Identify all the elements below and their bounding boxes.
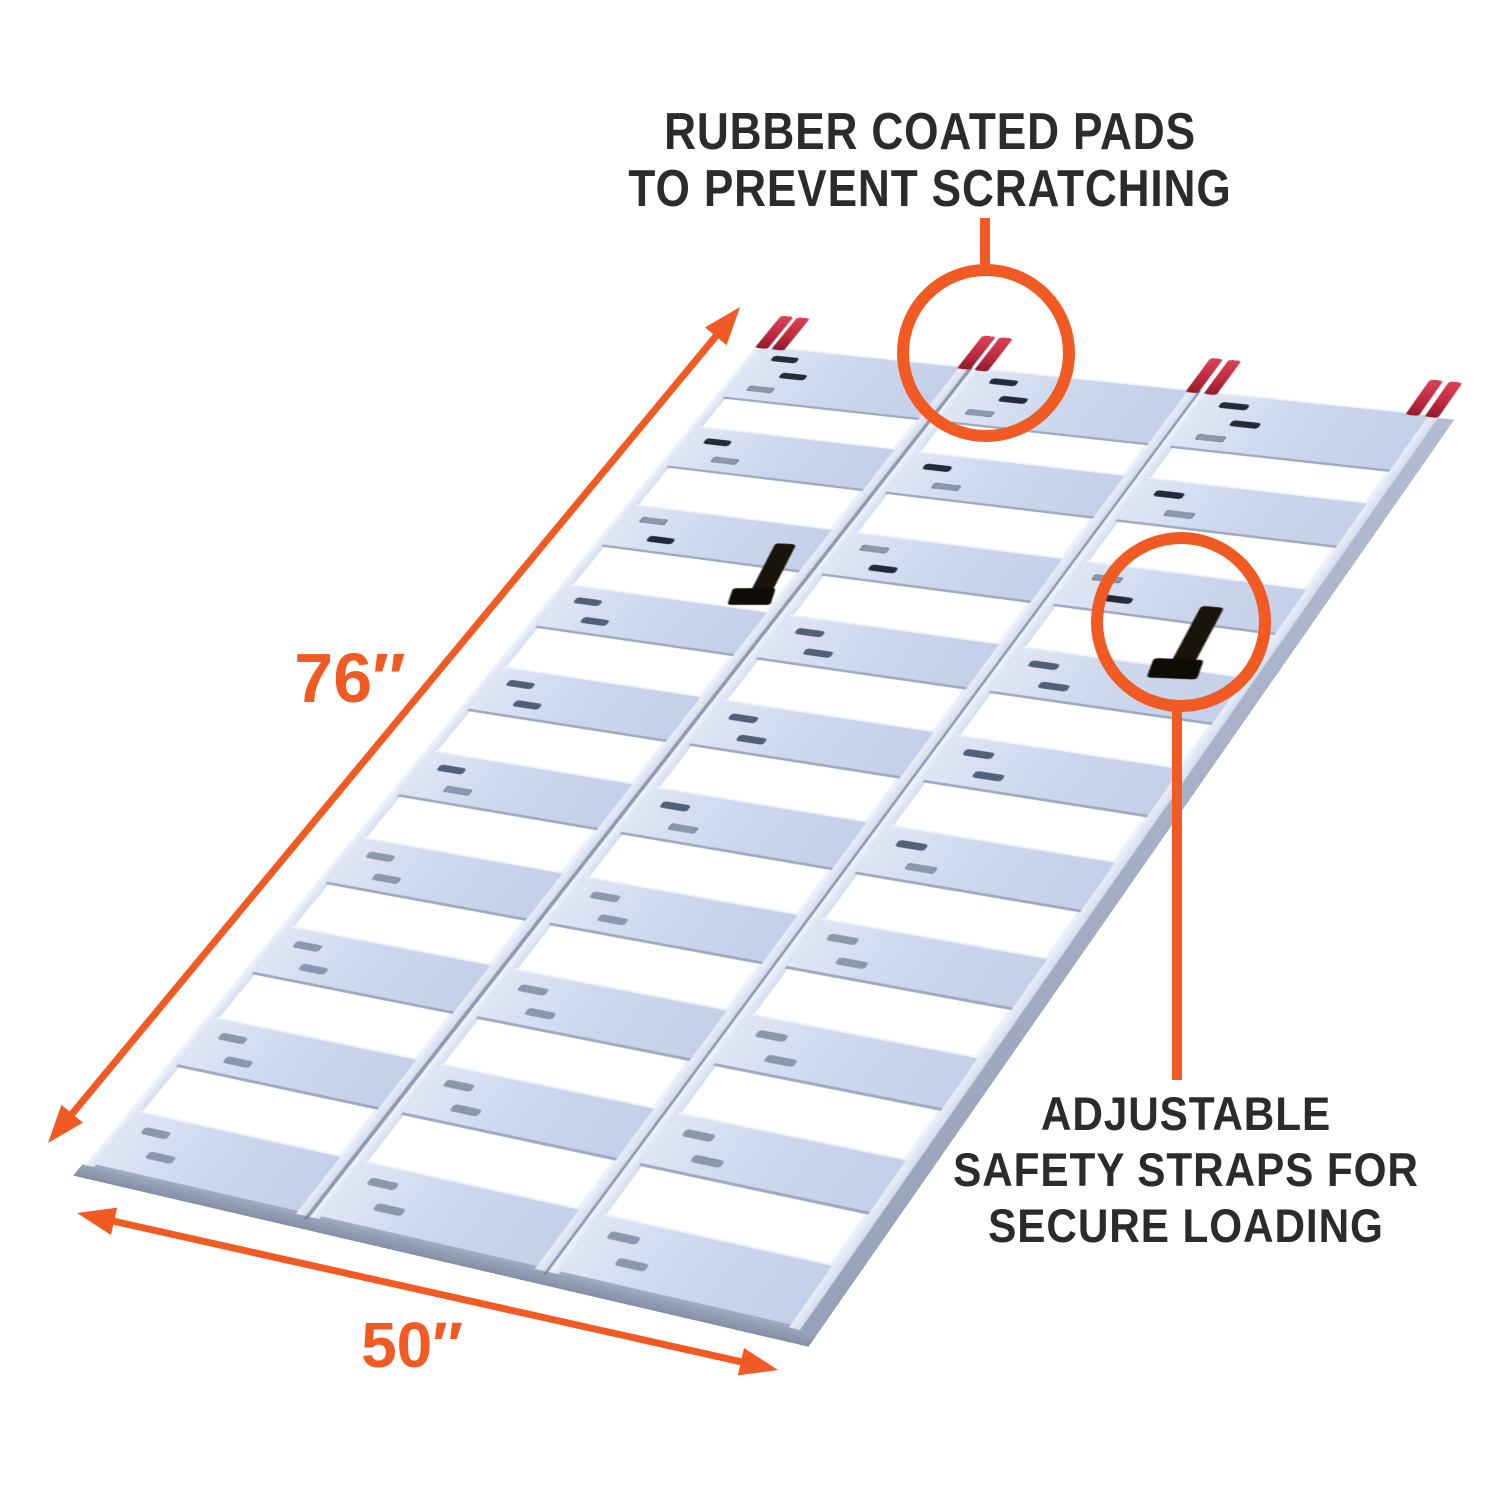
callout-straps-line3: SECURE LOADING	[988, 1199, 1384, 1252]
width-dimension-arrow	[77, 1207, 778, 1376]
width-arrow-head-right	[737, 1348, 778, 1376]
dimension-length-label: 76″	[294, 639, 406, 717]
callout-pads-line2: TO PREVENT SCRATCHING	[628, 160, 1232, 218]
callout-straps-line2: SAFETY STRAPS FOR	[953, 1143, 1419, 1196]
length-arrow-head-bottom	[48, 1104, 83, 1143]
length-arrow-line	[64, 327, 724, 1123]
callout-straps-line1: ADJUSTABLE	[1040, 1087, 1332, 1140]
callout-pads-line1: RUBBER COATED PADS	[664, 103, 1196, 161]
width-arrow-head-left	[77, 1207, 118, 1235]
callout-straps: ADJUSTABLE SAFETY STRAPS FOR SECURE LOAD…	[886, 1086, 1486, 1254]
dimension-width-label: 50″	[361, 1309, 463, 1381]
callout-straps-connector-line	[1172, 700, 1182, 1080]
highlight-circle-pads	[897, 264, 1075, 442]
highlight-circle-straps	[1091, 532, 1271, 712]
length-dimension-arrow	[48, 307, 740, 1143]
width-arrow-line	[104, 1215, 751, 1368]
length-arrow-head-top	[705, 307, 740, 346]
callout-pads-connector-line	[980, 218, 990, 270]
callout-pads: RUBBER COATED PADS TO PREVENT SCRATCHING	[530, 104, 1330, 218]
